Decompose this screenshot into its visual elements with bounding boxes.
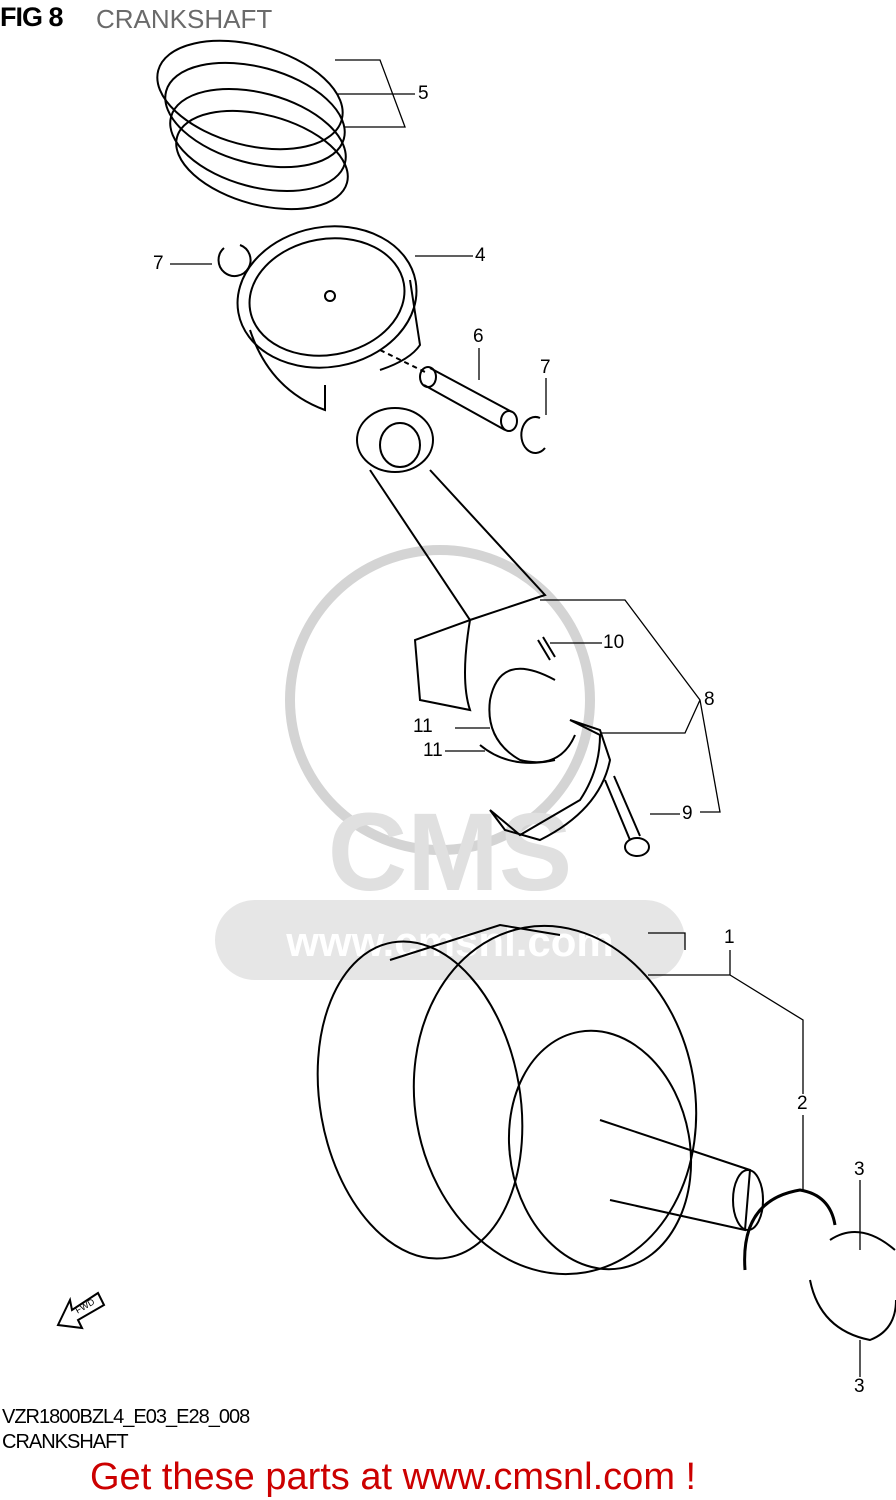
figure-number: FIG 8: [0, 2, 64, 32]
fwd-arrow-icon: FWD: [56, 1291, 106, 1330]
watermark-cms: CMS: [328, 791, 572, 914]
circlip: [520, 415, 546, 454]
callout-11: 11: [412, 716, 434, 737]
callout-6: 6: [472, 326, 485, 347]
piston-pin: [379, 349, 518, 432]
callout-2: 2: [796, 1093, 809, 1114]
callout-4: 4: [474, 245, 487, 266]
rod-bolt: [604, 775, 650, 857]
callout-1: 1: [723, 927, 736, 948]
callout-5: 5: [417, 83, 430, 104]
thrust-washer: [743, 1188, 837, 1271]
cms-watermark: CMS www.cmsnl.com: [215, 545, 685, 980]
callout-7: 7: [152, 253, 165, 274]
callout-11b: 11: [422, 740, 444, 761]
callout-8: 8: [703, 689, 716, 710]
callout-3: 3: [853, 1159, 866, 1180]
connecting-rod: [356, 407, 547, 712]
piston-rings: [156, 39, 349, 211]
piston: [236, 225, 422, 412]
figure-subtitle: CRANKSHAFT: [96, 4, 273, 34]
diagram-name: CRANKSHAFT: [2, 1431, 129, 1453]
rod-cap: [489, 719, 612, 842]
rod-bearings: [479, 667, 576, 764]
crankshaft: [316, 923, 764, 1276]
callout-7b: 7: [539, 357, 552, 378]
diagram-code: VZR1800BZL4_E03_E28_008: [2, 1406, 250, 1428]
promo-link[interactable]: Get these parts at www.cmsnl.com !: [90, 1456, 697, 1498]
circlip: [217, 244, 252, 278]
main-bearings: [809, 1231, 896, 1342]
leader-lines: [170, 59, 861, 1377]
dowel-pin: [537, 636, 556, 661]
callout-10: 10: [602, 632, 626, 653]
callout-9: 9: [681, 803, 694, 824]
callout-3b: 3: [853, 1376, 866, 1397]
